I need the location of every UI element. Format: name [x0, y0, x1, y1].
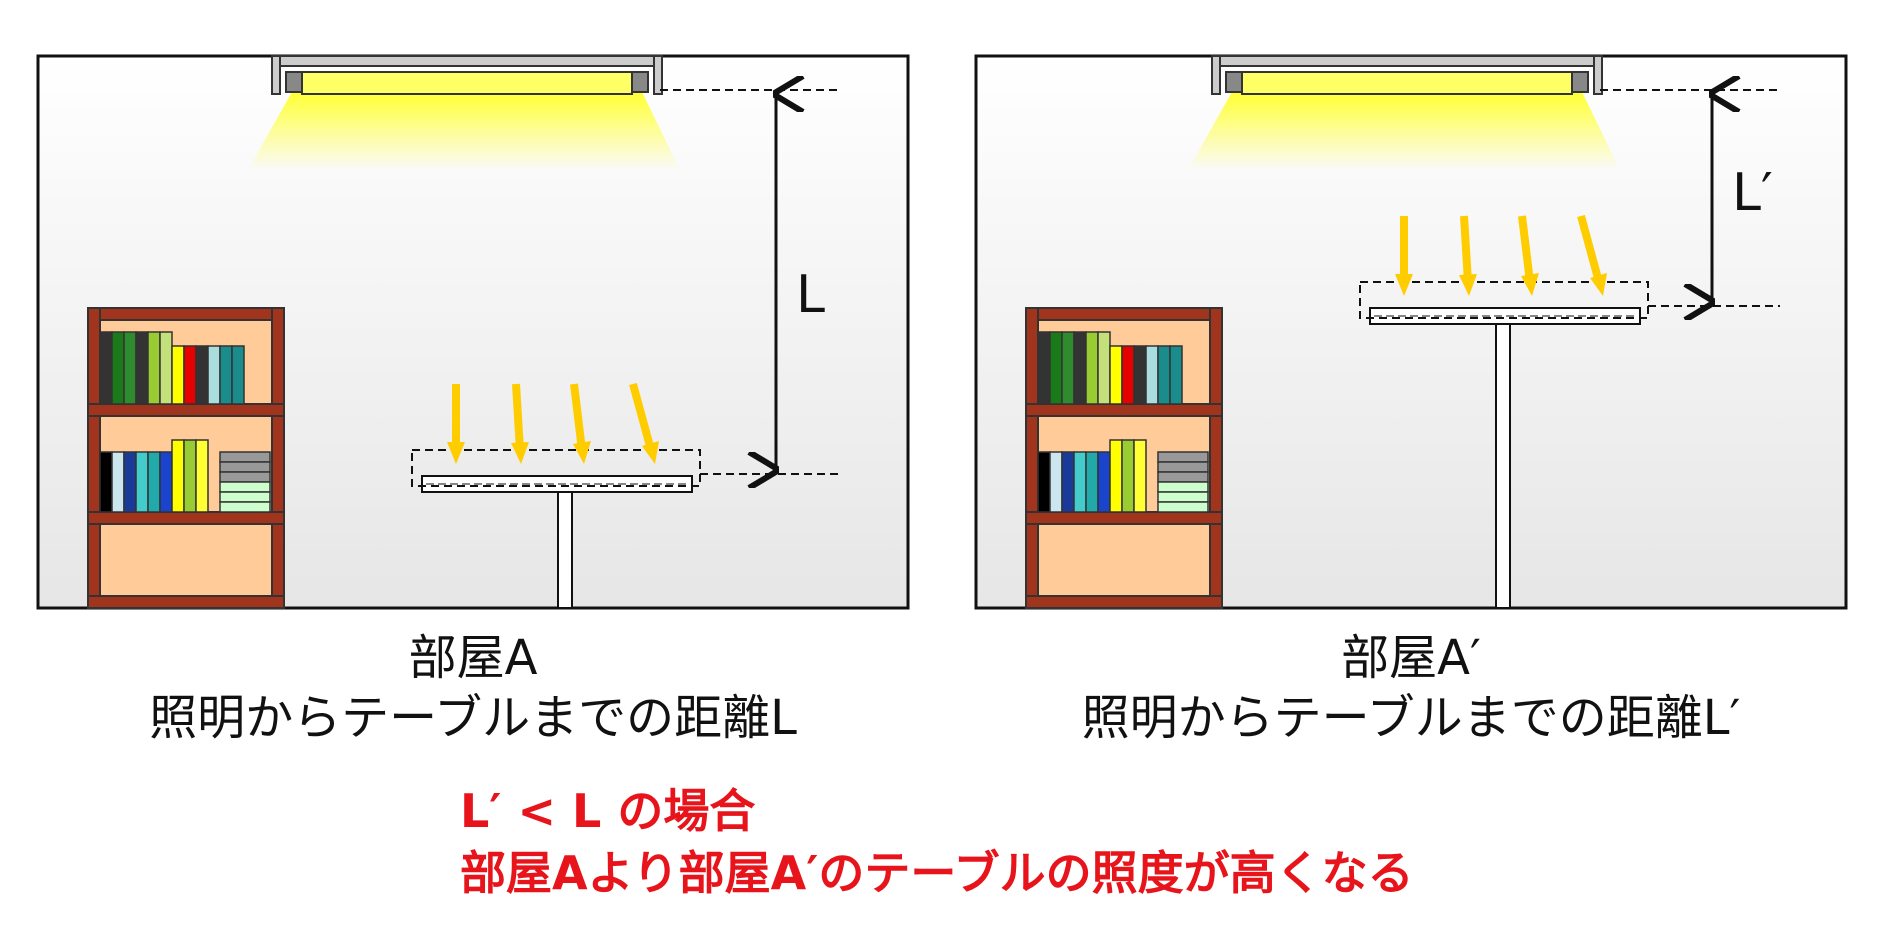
room-a-name: 部屋A — [408, 630, 538, 686]
room-a-prime-table-surface-highlight — [1359, 281, 1649, 319]
room-a-bookshelf — [87, 307, 285, 609]
conclusion-condition: L′ < L の場合 — [460, 784, 756, 838]
room-a-light-glow — [248, 92, 680, 170]
conclusion-text: L′ < L の場合 部屋Aより部屋A′のテーブルの照度が高くなる — [460, 780, 1414, 904]
room-a-prime-name: 部屋A′ — [1341, 630, 1481, 686]
room-a-caption: 部屋A 照明からテーブルまでの距離L — [23, 628, 923, 748]
room-a-prime-distance-caption: 照明からテーブルまでの距離L′ — [1081, 690, 1741, 746]
room-a-prime-light-glow — [1188, 92, 1620, 170]
room-a-ceiling-light — [271, 55, 663, 95]
room-a-table — [411, 449, 701, 609]
room-a-prime-distance-dimension: L′ — [1600, 90, 1780, 306]
conclusion-result: 部屋Aより部屋A′のテーブルの照度が高くなる — [460, 846, 1414, 900]
room-a-prime-caption: 部屋A′ 照明からテーブルまでの距離L′ — [961, 628, 1861, 748]
room-a-prime-ceiling-light — [1211, 55, 1603, 95]
room-a-prime-distance-label: L′ — [1732, 163, 1773, 223]
room-a-prime-table — [1359, 281, 1649, 609]
room-a-table-surface-highlight — [411, 449, 701, 487]
room-a-prime-bookshelf — [1025, 307, 1223, 609]
room-a-distance-label: L — [796, 265, 825, 325]
room-a-prime-panel: L′ — [974, 54, 1848, 610]
room-a-panel: L — [36, 54, 910, 610]
room-a-distance-caption: 照明からテーブルまでの距離L — [149, 690, 797, 746]
room-a-distance-dimension: L — [660, 90, 842, 474]
